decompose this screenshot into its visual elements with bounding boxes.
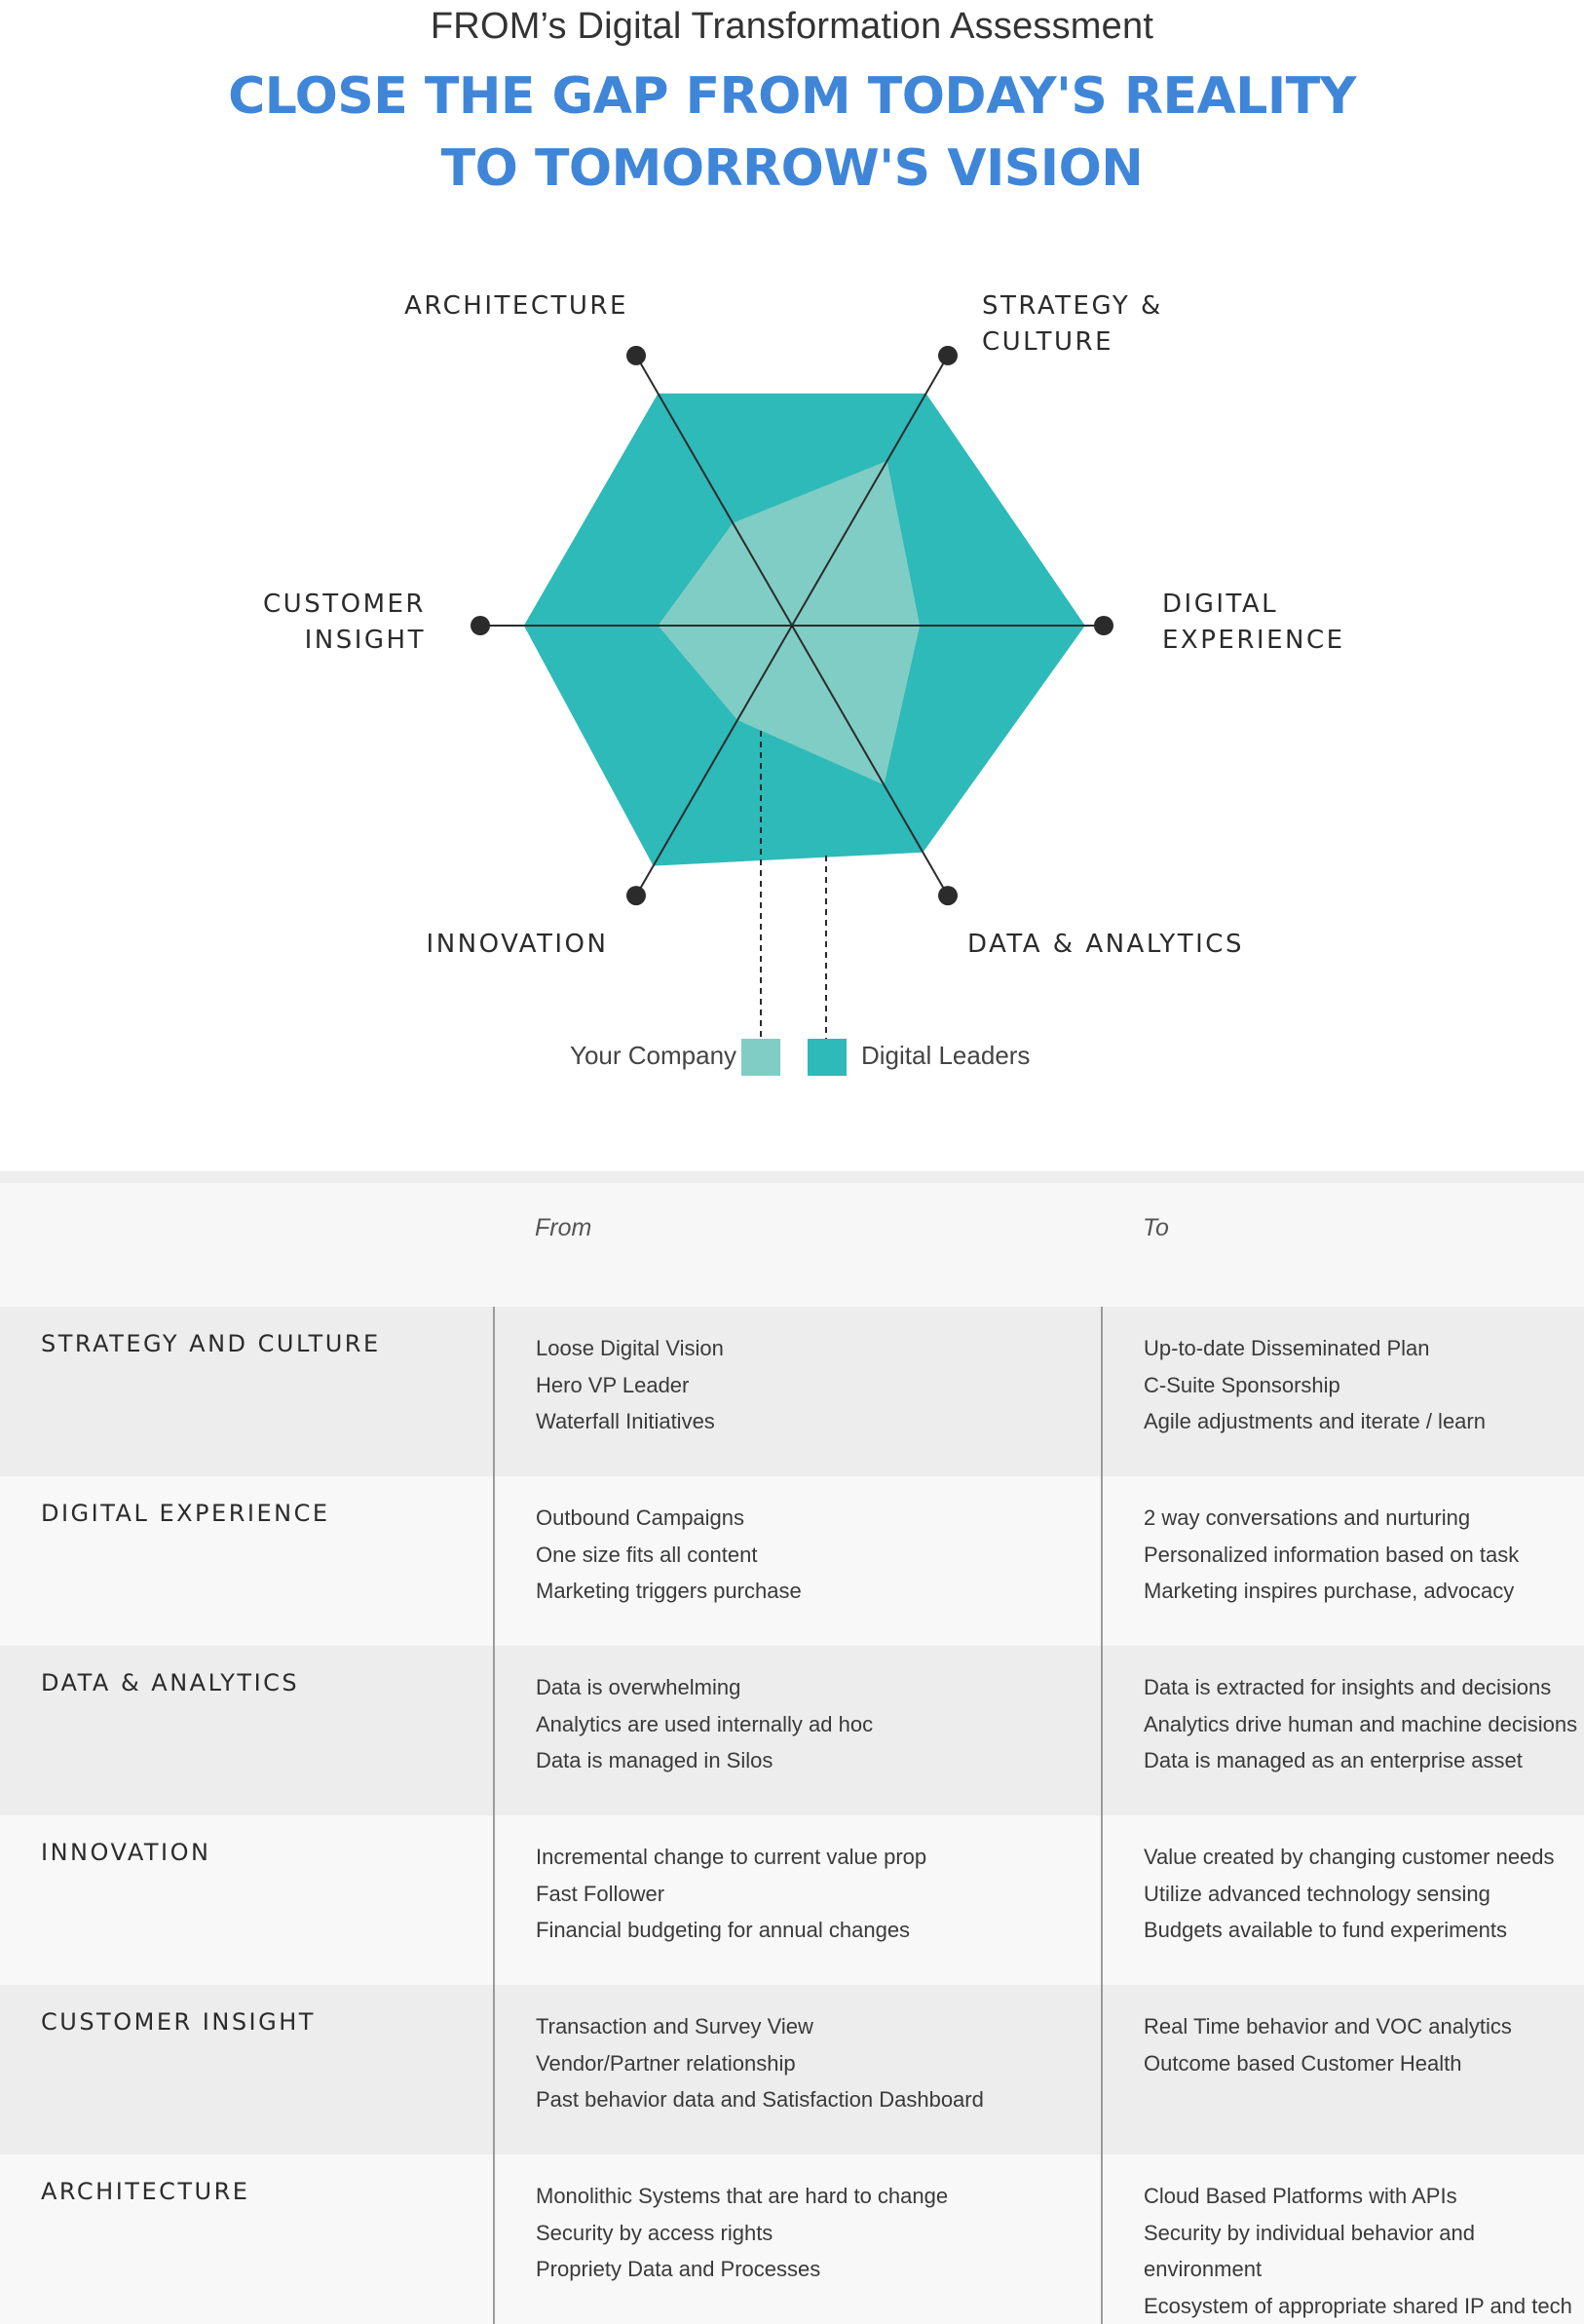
legend-your-company-swatch — [741, 1039, 780, 1076]
row-category-label: DATA & ANALYTICS — [0, 1646, 494, 1815]
headline-line-1: CLOSE THE GAP FROM TODAY'S REALITY — [0, 67, 1584, 126]
from-item: Transaction and Survey View — [536, 2008, 1101, 2045]
axis-label-architecture: ARCHITECTURE — [404, 291, 628, 321]
row-category-label: DIGITAL EXPERIENCE — [0, 1476, 494, 1646]
headline-line-2: TO TOMORROW'S VISION — [0, 139, 1584, 198]
table-header-row: From To — [0, 1183, 1584, 1307]
from-item: One size fits all content — [536, 1537, 1101, 1574]
from-item: Data is managed in Silos — [536, 1742, 1101, 1779]
axis-label-innovation: INNOVATION — [427, 930, 609, 959]
to-item: C-Suite Sponsorship — [1144, 1367, 1584, 1404]
from-item: Analytics are used internally ad hoc — [536, 1706, 1101, 1743]
from-cell: Monolithic Systems that are hard to chan… — [494, 2154, 1102, 2324]
from-item: Hero VP Leader — [536, 1367, 1101, 1404]
to-item: 2 way conversations and nurturing — [1144, 1500, 1584, 1537]
from-item: Marketing triggers purchase — [536, 1573, 1101, 1610]
from-item: Fast Follower — [536, 1876, 1101, 1913]
to-column-header: To — [1102, 1183, 1584, 1307]
from-item: Financial budgeting for annual changes — [536, 1912, 1101, 1949]
legend-your-company-label: Your Company — [570, 1041, 736, 1071]
to-cell: Value created by changing customer needs… — [1102, 1815, 1584, 1985]
axis-label-data-analytics: DATA & ANALYTICS — [967, 930, 1244, 959]
to-item: Utilize advanced technology sensing — [1144, 1876, 1584, 1913]
axis-endpoint-architecture — [626, 346, 646, 365]
legend-digital-leaders-label: Digital Leaders — [861, 1041, 1030, 1071]
from-item: Security by access rights — [536, 2215, 1101, 2252]
to-cell: Data is extracted for insights and decis… — [1102, 1646, 1584, 1815]
axis-endpoint-data-analytics — [938, 886, 958, 905]
section-divider — [0, 1171, 1584, 1183]
from-item: Data is overwhelming — [536, 1669, 1101, 1706]
to-item: Outcome based Customer Health — [1144, 2045, 1584, 2082]
from-item: Propriety Data and Processes — [536, 2251, 1101, 2288]
from-item: Incremental change to current value prop — [536, 1839, 1101, 1876]
from-item: Past behavior data and Satisfaction Dash… — [536, 2081, 1101, 2118]
from-item: Loose Digital Vision — [536, 1330, 1101, 1367]
from-item: Waterfall Initiatives — [536, 1403, 1101, 1440]
to-item: Real Time behavior and VOC analytics — [1144, 2008, 1584, 2045]
axis-endpoint-customer-insight — [471, 616, 490, 635]
to-item: Analytics drive human and machine decisi… — [1144, 1706, 1584, 1743]
to-item: Ecosystem of appropriate shared IP and t… — [1144, 2288, 1584, 2324]
from-item: Vendor/Partner relationship — [536, 2045, 1101, 2082]
from-item: Monolithic Systems that are hard to chan… — [536, 2178, 1101, 2215]
row-category-label: ARCHITECTURE — [0, 2154, 494, 2324]
from-column-header: From — [494, 1183, 1102, 1307]
row-category-label: INNOVATION — [0, 1815, 494, 1985]
axis-label-strategy-culture: STRATEGY &CULTURE — [982, 291, 1163, 357]
axis-endpoint-innovation — [626, 886, 646, 905]
to-item: Budgets available to fund experiments — [1144, 1912, 1584, 1949]
page-subtitle: FROM’s Digital Transformation Assessment — [0, 6, 1584, 48]
to-item: Agile adjustments and iterate / learn — [1144, 1403, 1584, 1440]
table-row: ARCHITECTURE Monolithic Systems that are … — [0, 2154, 1584, 2324]
to-item: Data is managed as an enterprise asset — [1144, 1742, 1584, 1779]
from-cell: Incremental change to current value prop… — [494, 1815, 1102, 1985]
row-category-label: STRATEGY AND CULTURE — [0, 1307, 494, 1476]
to-item: Up-to-date Disseminated Plan — [1144, 1330, 1584, 1367]
axis-endpoint-strategy-culture — [938, 346, 958, 365]
to-item: Data is extracted for insights and decis… — [1144, 1669, 1584, 1706]
to-item: Security by individual behavior and envi… — [1144, 2215, 1584, 2288]
row-category-label: CUSTOMER INSIGHT — [0, 1985, 494, 2154]
legend-digital-leaders-swatch — [808, 1039, 847, 1076]
axis-endpoint-digital-experience — [1094, 616, 1113, 635]
to-item: Personalized information based on task — [1144, 1537, 1584, 1574]
to-item: Value created by changing customer needs — [1144, 1839, 1584, 1876]
to-item: Marketing inspires purchase, advocacy — [1144, 1573, 1584, 1610]
from-item: Outbound Campaigns — [536, 1500, 1101, 1537]
to-item: Cloud Based Platforms with APIs — [1144, 2178, 1584, 2215]
header-empty-cell — [0, 1183, 494, 1307]
